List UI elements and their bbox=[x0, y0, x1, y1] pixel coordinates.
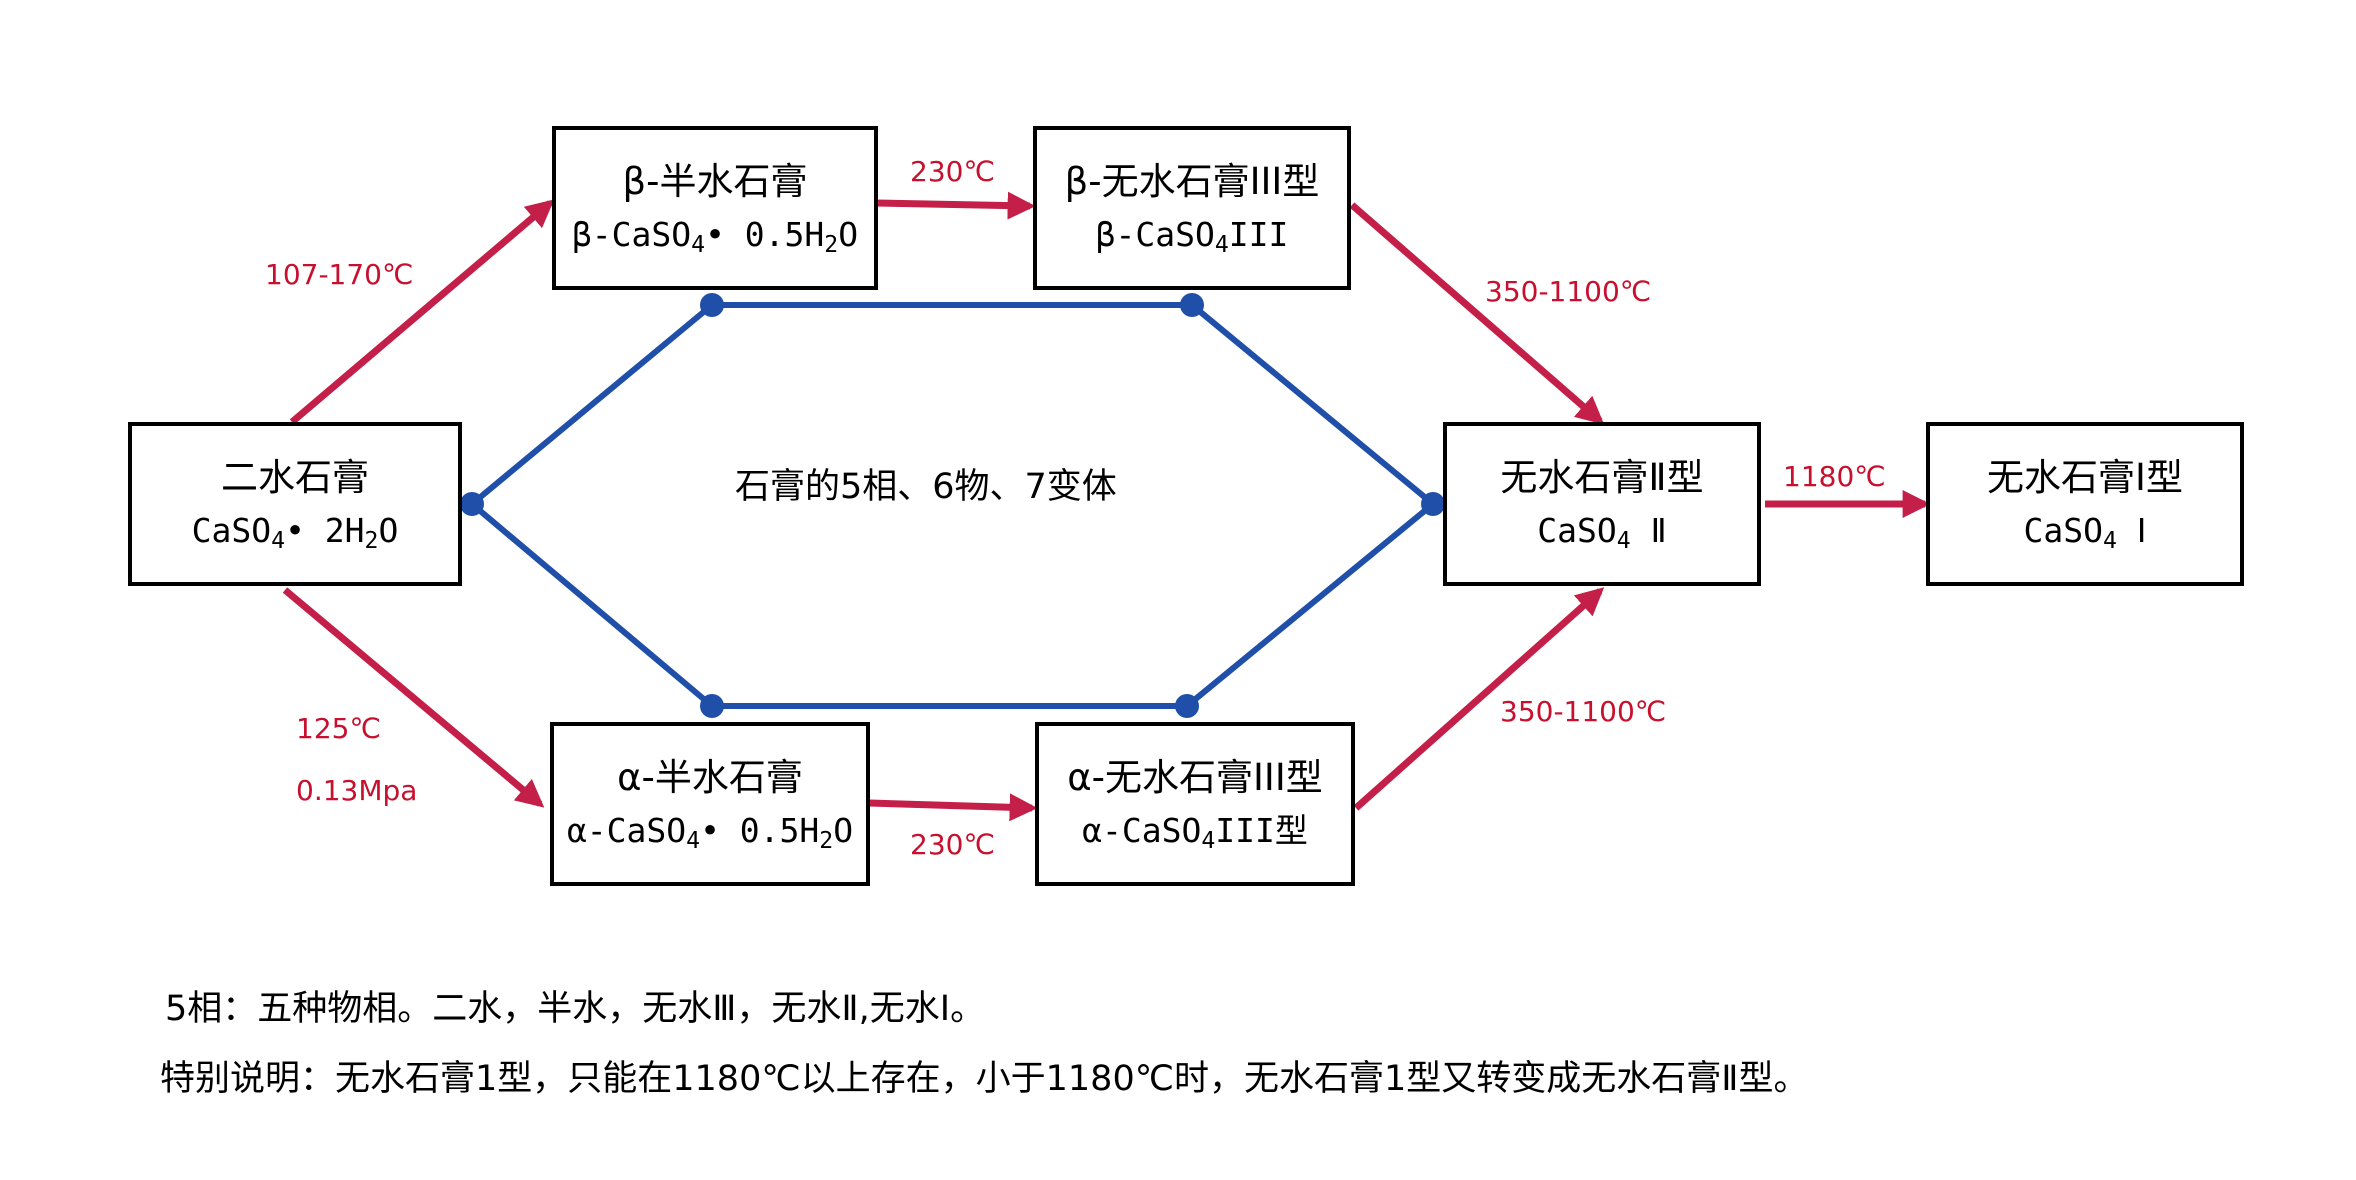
box-name: α-无水石膏III型 bbox=[1067, 756, 1323, 800]
box-dihydrate: 二水石膏 CaSO4• 2H2O bbox=[128, 422, 462, 586]
box-formula: β-CaSO4• 0.5H2O bbox=[571, 214, 859, 258]
note-phases: 5相：五种物相。二水，半水，无水Ⅲ，无水Ⅱ,无水Ⅰ。 bbox=[165, 989, 986, 1029]
box-anhydrite-ii: 无水石膏Ⅱ型 CaSO4 Ⅱ bbox=[1443, 422, 1761, 586]
label-to-alpha-hemi-pressure: 0.13Mpa bbox=[296, 774, 418, 807]
box-formula: β-CaSO4III bbox=[1095, 214, 1289, 258]
box-formula: α-CaSO4III型 bbox=[1082, 810, 1308, 854]
box-name: 二水石膏 bbox=[221, 456, 369, 500]
box-alpha-anhydrite-iii: α-无水石膏III型 α-CaSO4III型 bbox=[1035, 722, 1355, 886]
box-anhydrite-i: 无水石膏Ⅰ型 CaSO4 Ⅰ bbox=[1926, 422, 2244, 586]
hexagon-edges bbox=[470, 302, 1435, 709]
arrow-alpha-to-anh3 bbox=[868, 793, 1038, 822]
box-name: β-半水石膏 bbox=[622, 160, 808, 204]
box-name: 无水石膏Ⅱ型 bbox=[1500, 456, 1704, 500]
label-beta-to-anh3: 230℃ bbox=[910, 155, 995, 188]
box-formula: α-CaSO4• 0.5H2O bbox=[566, 810, 854, 854]
transition-arrows bbox=[282, 191, 1931, 822]
note-special: 特别说明：无水石膏1型，只能在1180℃以上存在，小于1180℃时，无水石膏1型… bbox=[160, 1059, 1809, 1099]
box-name: α-半水石膏 bbox=[617, 756, 803, 800]
arrow-to-alpha-hemi bbox=[282, 587, 545, 808]
box-formula: CaSO4 Ⅱ bbox=[1537, 510, 1667, 554]
box-beta-hemihydrate: β-半水石膏 β-CaSO4• 0.5H2O bbox=[552, 126, 878, 290]
label-to-beta-hemi: 107-170℃ bbox=[265, 258, 414, 291]
arrow-to-beta-hemi bbox=[289, 199, 555, 425]
box-formula: CaSO4 Ⅰ bbox=[2023, 510, 2147, 554]
box-name: β-无水石膏III型 bbox=[1064, 160, 1320, 204]
box-alpha-hemihydrate: α-半水石膏 α-CaSO4• 0.5H2O bbox=[550, 722, 870, 886]
arrow-alpha-anh3-to-anh2 bbox=[1353, 587, 1605, 811]
box-beta-anhydrite-iii: β-无水石膏III型 β-CaSO4III bbox=[1033, 126, 1351, 290]
center-title: 石膏的5相、6物、7变体 bbox=[735, 467, 1117, 507]
arrow-beta-anh3-to-anh2 bbox=[1349, 202, 1605, 425]
label-alpha-anh3-to-anh2: 350-1100℃ bbox=[1500, 695, 1667, 728]
label-anh2-to-anh1: 1180℃ bbox=[1783, 460, 1886, 493]
arrow-beta-to-anh3 bbox=[874, 191, 1036, 220]
box-name: 无水石膏Ⅰ型 bbox=[1987, 456, 2183, 500]
label-to-alpha-hemi-temp: 125℃ bbox=[296, 712, 381, 745]
label-alpha-to-anh3: 230℃ bbox=[910, 828, 995, 861]
hexagon-nodes bbox=[460, 293, 1445, 718]
label-beta-anh3-to-anh2: 350-1100℃ bbox=[1485, 275, 1652, 308]
box-formula: CaSO4• 2H2O bbox=[191, 510, 399, 554]
